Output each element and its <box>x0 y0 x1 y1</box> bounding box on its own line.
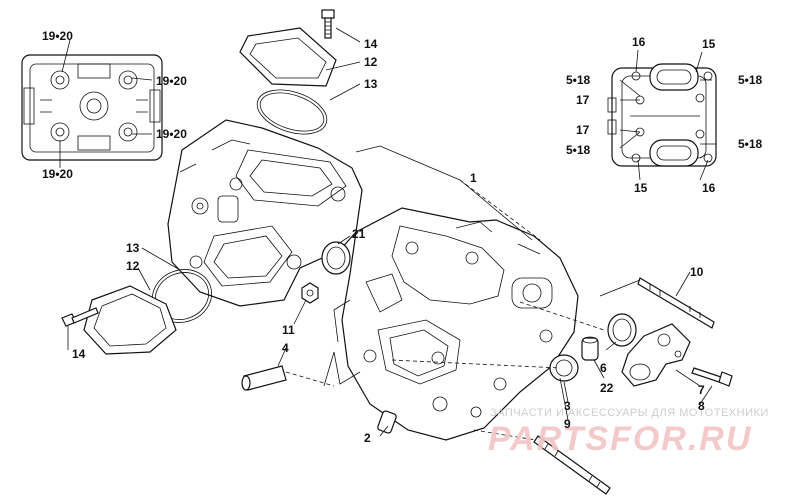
watermark-logo: PARTSFOR.RU <box>488 420 752 458</box>
bolt-8 <box>691 367 733 387</box>
inset-valve-cover-view <box>607 63 717 167</box>
stud-10 <box>637 277 715 329</box>
dowel-pin-4 <box>241 365 287 391</box>
callout-1: 1 <box>470 171 477 185</box>
callout-14-left: 14 <box>72 347 86 361</box>
callout-11: 11 <box>282 323 295 337</box>
callout-2: 2 <box>364 431 371 445</box>
callout-5-18-d: 5•18 <box>738 137 763 151</box>
cylinder-head-rear <box>167 119 363 307</box>
callout-5-18-b: 5•18 <box>738 73 763 87</box>
watermark: PARTSFOR.RU ЗАПЧАСТИ И АКСЕССУАРЫ ДЛЯ МО… <box>488 407 769 458</box>
intake-flange-7 <box>621 323 691 387</box>
nut-11 <box>301 282 319 304</box>
callout-22: 22 <box>600 381 614 395</box>
sleeve-22 <box>581 336 599 361</box>
callout-16-b: 16 <box>702 181 716 195</box>
cylinder-head-front <box>333 207 579 441</box>
callout-12-left: 12 <box>126 259 140 273</box>
callout-5-18-a: 5•18 <box>566 73 591 87</box>
callout-16-a: 16 <box>632 35 646 49</box>
callout-labels: 19•20 19•20 19•20 19•20 14 12 13 16 15 5… <box>42 29 763 445</box>
callout-12-top: 12 <box>364 55 378 69</box>
callout-9: 9 <box>564 417 571 431</box>
callout-13-top: 13 <box>364 77 378 91</box>
callout-8: 8 <box>698 399 705 413</box>
callout-15-b: 15 <box>634 181 648 195</box>
callout-19-20-b: 19•20 <box>156 74 187 88</box>
callout-10: 10 <box>690 265 704 279</box>
inset-head-top-view <box>21 54 163 161</box>
watermark-tagline: ЗАПЧАСТИ И АКСЕССУАРЫ ДЛЯ МОТОТЕХНИКИ <box>490 407 769 419</box>
callout-3: 3 <box>564 399 571 413</box>
leader-lines <box>59 27 716 441</box>
callout-19-20-a: 19•20 <box>42 29 73 43</box>
seal-ring-21 <box>321 241 351 275</box>
callout-14-top: 14 <box>364 37 378 51</box>
bolt-14-top <box>321 9 335 39</box>
dowel-pin-2 <box>377 410 397 434</box>
callout-17-a: 17 <box>576 93 590 107</box>
callout-7: 7 <box>698 383 705 397</box>
callout-21: 21 <box>352 227 366 241</box>
callout-19-20-d: 19•20 <box>42 167 73 181</box>
callout-6: 6 <box>600 361 607 375</box>
cover-plate-12-top <box>239 27 337 87</box>
bolt-14-left <box>61 307 99 327</box>
seal-ring-6 <box>607 313 637 347</box>
stud-bottom <box>533 435 611 495</box>
callout-13-left: 13 <box>126 241 140 255</box>
cover-plate-12-left <box>83 285 177 355</box>
callout-17-b: 17 <box>576 123 590 137</box>
callout-4: 4 <box>282 341 289 355</box>
callout-19-20-c: 19•20 <box>156 127 187 141</box>
callout-5-18-c: 5•18 <box>566 143 591 157</box>
callout-15-a: 15 <box>702 37 716 51</box>
o-ring-13-top <box>256 89 328 135</box>
